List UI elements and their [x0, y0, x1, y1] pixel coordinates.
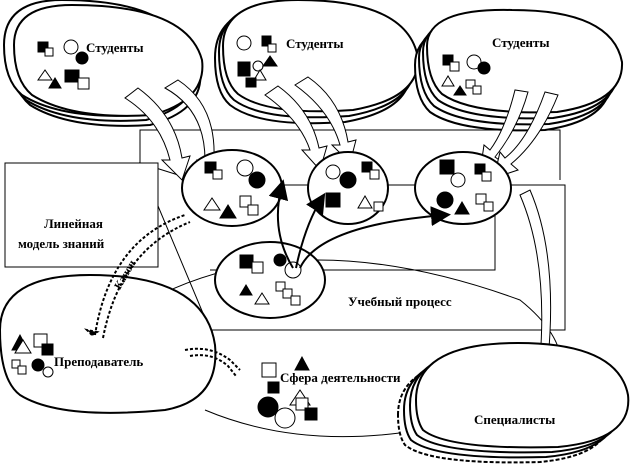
linear-model-label-1: Линейная: [44, 216, 103, 231]
students-1-label: Студенты: [86, 40, 143, 55]
students-group-1: [2, 0, 204, 127]
linear-model-label-2: модель знаний: [18, 236, 105, 251]
teacher-dashed-arrows: [83, 214, 241, 377]
teacher-label: Преподаватель: [54, 354, 143, 369]
process-arrows: [268, 179, 451, 269]
teacher-shapes: [11, 333, 54, 378]
students-2-shapes: [236, 35, 278, 88]
teacher-group: [0, 273, 217, 414]
students-group-2: [213, 0, 420, 125]
students-2-label: Студенты: [286, 36, 343, 51]
activity-label: Сфера деятельности: [280, 370, 401, 385]
ellipse-shapes: [203, 159, 494, 306]
students-3-shapes: [441, 54, 491, 96]
students-group-3: [413, 8, 624, 132]
students-1-shapes: [37, 39, 90, 90]
specialists-label: Специалисты: [474, 412, 555, 427]
students-3-label: Студенты: [492, 35, 549, 50]
activity-shapes: [257, 355, 318, 429]
learning-process-label: Учебный процесс: [348, 294, 452, 309]
specialists-group: [396, 341, 630, 464]
linear-model-box: [4, 162, 159, 268]
